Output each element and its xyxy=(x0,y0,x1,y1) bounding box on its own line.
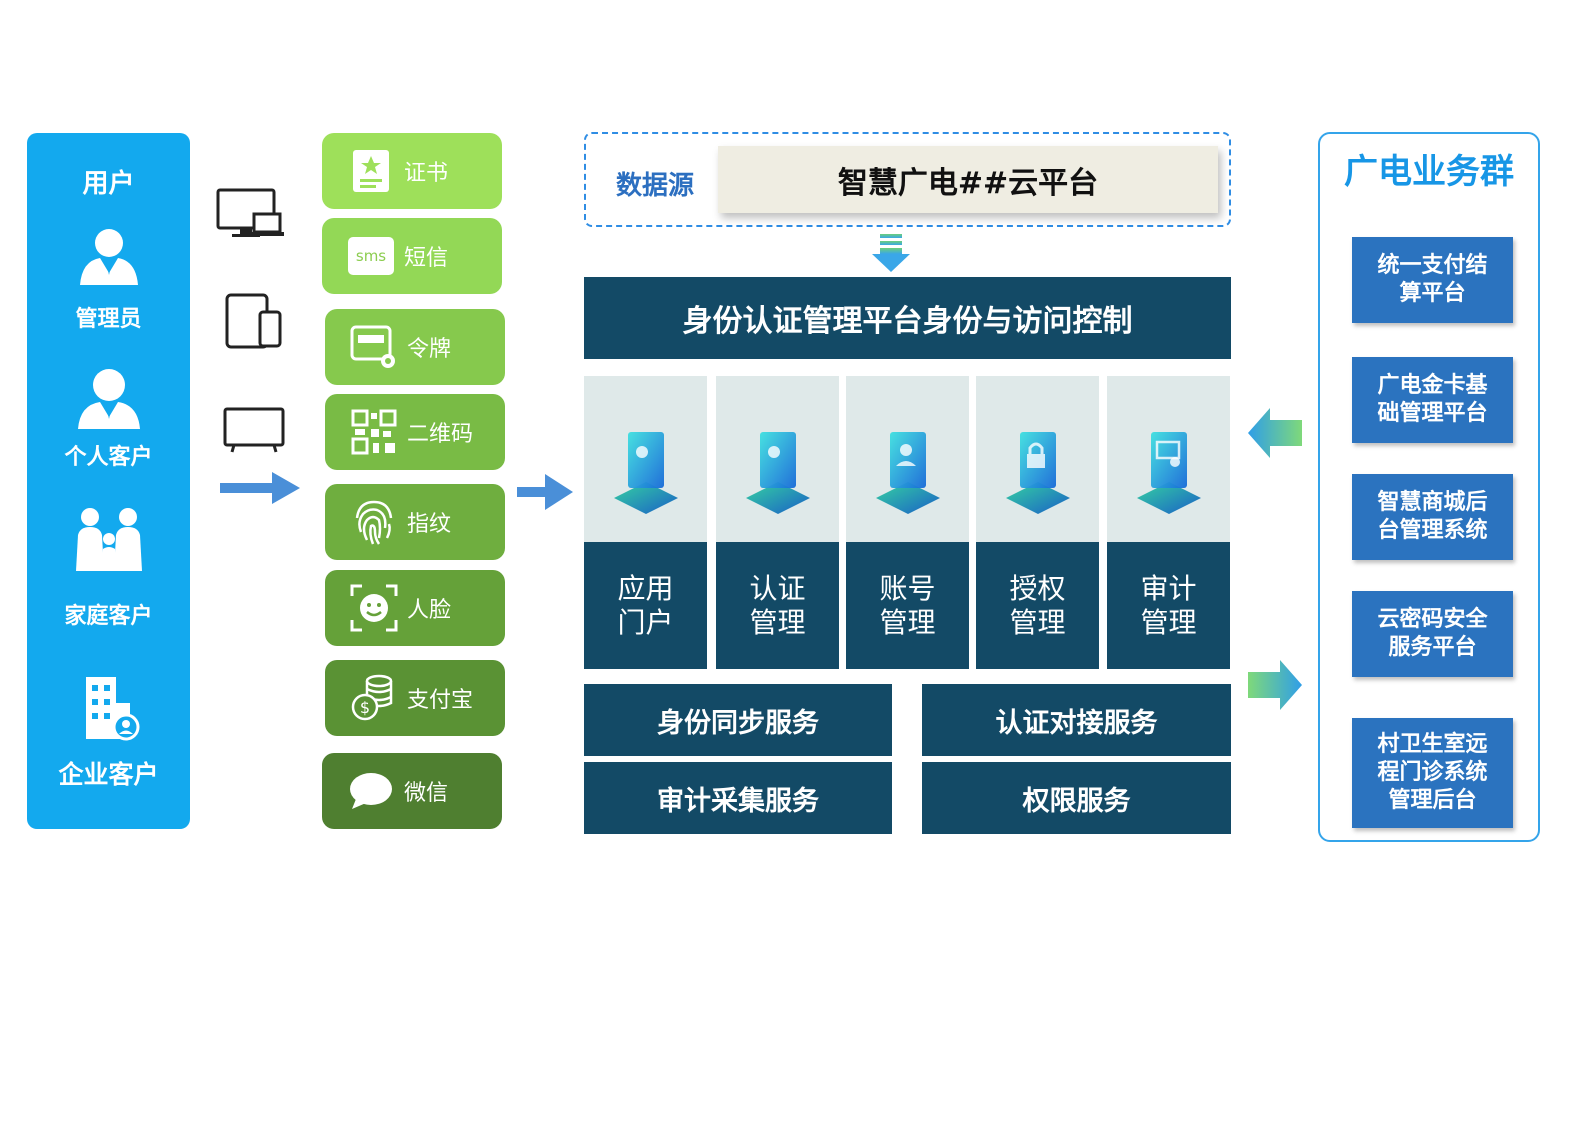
module-label: 审计 管理 xyxy=(1107,542,1230,669)
tv-icon xyxy=(223,407,285,453)
user-label-family: 家庭客户 xyxy=(64,604,153,629)
user-label-enterprise: 企业客户 xyxy=(58,760,159,789)
auth-label: 证书 xyxy=(404,161,449,186)
auth-management-icon xyxy=(746,432,810,514)
family-customer-icon xyxy=(75,508,142,571)
desktop-laptop-icon xyxy=(216,188,284,237)
auth-label: 令牌 xyxy=(407,337,452,362)
auth-qrcode[interactable]: 二维码 xyxy=(325,394,505,470)
module-label: 应用 门户 xyxy=(584,542,707,669)
sms-icon: sms xyxy=(348,237,394,275)
token-icon xyxy=(350,325,395,368)
module-auth-management[interactable]: 认证 管理 xyxy=(716,376,839,669)
auth-label: 支付宝 xyxy=(407,688,474,713)
wechat-icon xyxy=(350,773,392,809)
module-account-management[interactable]: 账号 管理 xyxy=(846,376,969,669)
auth-fingerprint[interactable]: 指纹 xyxy=(325,484,505,560)
service-permission[interactable]: 权限服务 xyxy=(922,762,1231,834)
fingerprint-icon xyxy=(355,500,393,545)
biz-golden-card[interactable]: 广电金卡基 础管理平台 xyxy=(1352,357,1513,443)
module-app-portal[interactable]: 应用 门户 xyxy=(584,376,707,669)
module-label: 认证 管理 xyxy=(716,542,839,669)
arrow-right-icon xyxy=(517,474,573,510)
auth-certificate[interactable]: 证书 xyxy=(322,133,502,209)
auth-label: 指纹 xyxy=(407,512,452,537)
account-management-icon xyxy=(876,432,940,514)
tablet-phone-icon xyxy=(225,293,282,349)
enterprise-customer-icon xyxy=(85,677,139,741)
app-portal-icon xyxy=(614,432,678,514)
arrow-down-icon xyxy=(872,234,910,272)
arrow-right-icon xyxy=(220,472,300,504)
business-panel xyxy=(1318,132,1540,842)
auth-label: 二维码 xyxy=(407,422,474,447)
biz-village-clinic[interactable]: 村卫生室远 程门诊系统 管理后台 xyxy=(1352,718,1513,828)
auth-label: 人脸 xyxy=(407,598,452,623)
module-label: 账号 管理 xyxy=(846,542,969,669)
module-label: 授权 管理 xyxy=(976,542,1099,669)
module-audit-management[interactable]: 审计 管理 xyxy=(1107,376,1230,669)
auth-alipay[interactable]: $ 支付宝 xyxy=(325,660,505,736)
alipay-icon: $ xyxy=(351,674,393,721)
auth-token[interactable]: 令牌 xyxy=(325,309,505,385)
datasource-box xyxy=(584,132,1231,227)
biz-cloud-crypto[interactable]: 云密码安全 服务平台 xyxy=(1352,591,1513,677)
personal-customer-icon xyxy=(77,369,140,429)
audit-management-icon xyxy=(1137,432,1201,514)
service-audit-collection[interactable]: 审计采集服务 xyxy=(584,762,892,834)
users-panel: 用户 管理员 个人客户 家庭客户 企业客户 xyxy=(27,133,190,829)
business-title: 广电业务群 xyxy=(1344,152,1514,192)
auth-wechat[interactable]: 微信 xyxy=(322,753,502,829)
svg-text:$: $ xyxy=(360,698,370,717)
auth-face[interactable]: 人脸 xyxy=(325,570,505,646)
qrcode-icon xyxy=(351,409,397,455)
arrow-left-icon xyxy=(1248,408,1302,458)
platform-title: 身份认证管理平台身份与访问控制 xyxy=(584,277,1231,359)
admin-icon xyxy=(79,229,138,285)
lock-icon xyxy=(1006,432,1070,514)
auth-label: 微信 xyxy=(404,781,449,806)
datasource-label: 数据源 xyxy=(616,171,695,201)
service-auth-integration[interactable]: 认证对接服务 xyxy=(922,684,1231,756)
certificate-icon xyxy=(353,150,389,192)
auth-label: 短信 xyxy=(404,246,449,271)
face-icon xyxy=(350,584,398,632)
biz-unified-payment[interactable]: 统一支付结 算平台 xyxy=(1352,237,1513,323)
module-authorization-management[interactable]: 授权 管理 xyxy=(976,376,1099,669)
arrow-right-icon xyxy=(1248,660,1302,710)
user-label-admin: 管理员 xyxy=(75,307,142,332)
service-identity-sync[interactable]: 身份同步服务 xyxy=(584,684,892,756)
users-title: 用户 xyxy=(82,169,135,199)
biz-smart-mall[interactable]: 智慧商城后 台管理系统 xyxy=(1352,474,1513,560)
auth-sms[interactable]: sms 短信 xyxy=(322,218,502,294)
user-label-personal: 个人客户 xyxy=(64,445,153,470)
cloud-platform-box: 智慧广电##云平台 xyxy=(718,146,1218,213)
